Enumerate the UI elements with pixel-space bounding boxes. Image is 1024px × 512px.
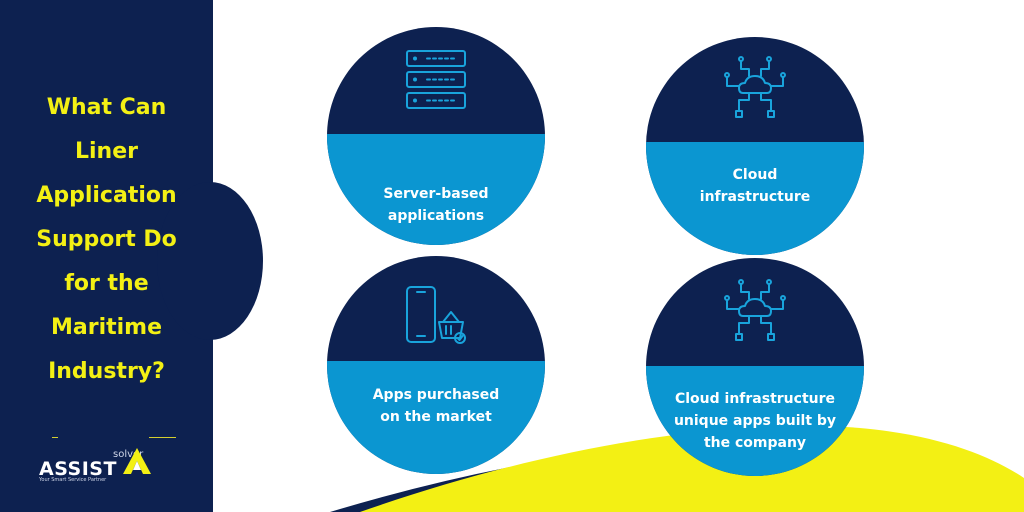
card-label: Cloud infrastructure unique apps built b… [673, 391, 837, 451]
card-lower-band [646, 142, 864, 255]
page-title: What Can Liner Application Support Do fo… [36, 95, 177, 384]
logo-tagline: Your Smart Service Partner [39, 477, 107, 483]
logo-accent-line [149, 437, 176, 438]
logo-accent-line [52, 437, 58, 438]
panel-bump [157, 182, 263, 340]
card-label: Server-based applications [383, 186, 489, 224]
logo-solver-text: solver [113, 449, 144, 460]
card-lower-band [327, 361, 545, 474]
cloud-network-icon [724, 56, 786, 118]
logo-triangle-icon [123, 448, 151, 474]
card-lower-band [327, 134, 545, 245]
logo-wordmark: ASSIST [39, 458, 117, 480]
card-lower-band [646, 366, 864, 476]
card-apps-purchased: Apps purchased on the market [327, 256, 545, 474]
phone-basket-icon [406, 286, 466, 344]
cloud-network-icon [724, 279, 786, 341]
server-rack-icon [406, 50, 466, 109]
card-unique-apps: Cloud infrastructure unique apps built b… [646, 258, 864, 476]
brand-logo: solver ASSIST Your Smart Service Partner [37, 432, 177, 492]
card-label: Apps purchased on the market [372, 387, 500, 425]
card-server-based-applications: Server-based applications [327, 27, 545, 245]
card-label: Cloud infrastructure [699, 167, 811, 205]
card-cloud-infrastructure: Cloud infrastructure [646, 37, 864, 255]
